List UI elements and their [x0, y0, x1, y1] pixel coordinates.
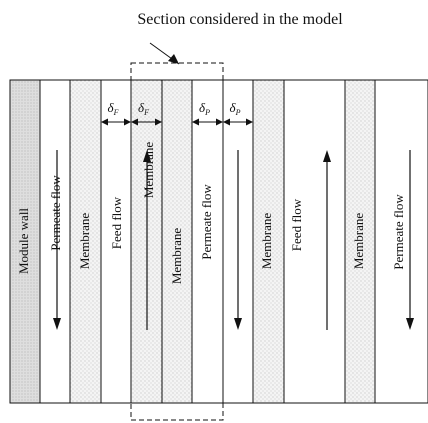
diagram-title: Section considered in the model [137, 11, 343, 28]
strip-membrane [69, 79, 102, 404]
strip-module-wall [9, 79, 41, 404]
flow-arrowhead-down [406, 318, 414, 330]
dimension-arrowhead-left [131, 118, 138, 126]
dimension-arrowhead-right [246, 118, 253, 126]
dimension-label-delta-f: δF [138, 100, 149, 117]
dimension-label-delta-p: δP [230, 100, 241, 117]
dimension-arrowhead-left [223, 118, 230, 126]
strip-feed-flow [100, 79, 132, 404]
dimension-label-delta-p: δP [199, 100, 210, 117]
flow-arrowhead-down [234, 318, 242, 330]
strip-label-module-wall: Module wall [16, 208, 31, 274]
strip-feed-flow [283, 79, 346, 404]
dimension-arrowhead-right [216, 118, 223, 126]
strip-label-feed-flow: Feed flow [289, 198, 304, 251]
flow-arrowhead-up [323, 150, 331, 162]
strip-permeate-flow [191, 79, 224, 404]
dimension-arrowhead-left [101, 118, 108, 126]
flow-arrowhead-down [53, 318, 61, 330]
strip-label-permeate-flow: Permeate flow [391, 194, 406, 270]
strip-label-membrane-center: Membrane [141, 142, 156, 199]
thickness-dimensions: δF δF δP δP [101, 100, 253, 126]
strip-label-feed-flow: Feed flow [109, 196, 124, 249]
dimension-arrowhead-right [155, 118, 162, 126]
dimension-arrowhead-left [192, 118, 199, 126]
dimension-arrowhead-right [124, 118, 131, 126]
strip-label-permeate-flow: Permeate flow [48, 175, 63, 251]
strip-membrane [344, 79, 376, 404]
strip-membrane-center [161, 79, 193, 404]
strip-permeate-flow [374, 79, 428, 404]
strip-label-membrane: Membrane [259, 213, 274, 270]
strip-label-membrane: Membrane [77, 213, 92, 270]
flow-arrows [53, 150, 414, 330]
strip-membrane [252, 79, 285, 404]
strip-permeate-flow [39, 79, 71, 404]
flow-arrowhead-up [143, 150, 151, 162]
strip-label-membrane: Membrane [351, 213, 366, 270]
title-pointer-arrowhead [168, 54, 179, 64]
dimension-label-delta-f: δF [108, 100, 119, 117]
strip-label-membrane: Membrane [169, 228, 184, 285]
strip-label-permeate-flow: Permeate flow [199, 184, 214, 260]
